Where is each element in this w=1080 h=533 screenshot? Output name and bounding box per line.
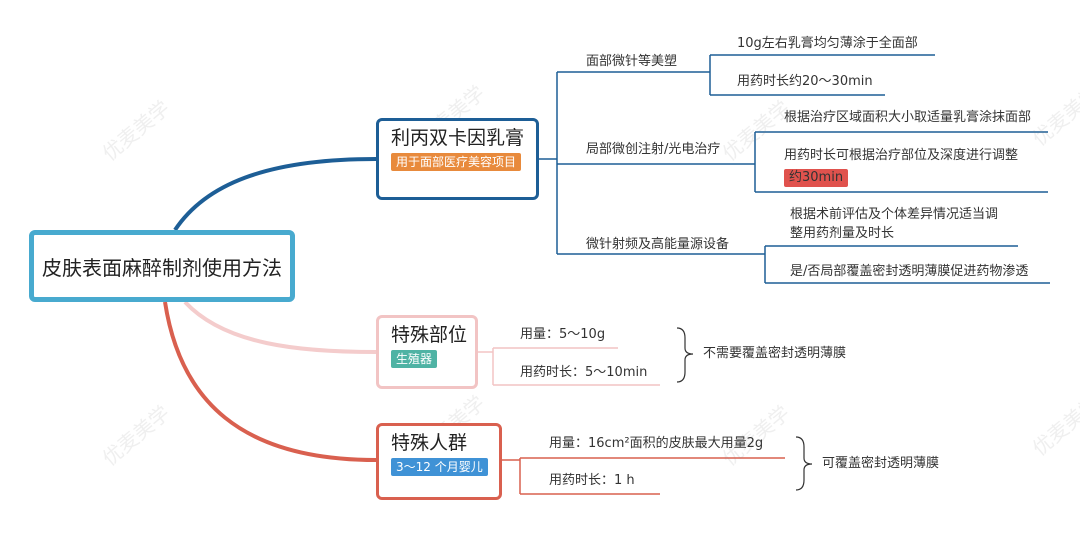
branch-tag: 3～12 个月婴儿 bbox=[391, 458, 488, 476]
detail-evaluate-line1[interactable]: 根据术前评估及个体差异情况适当调 bbox=[790, 207, 999, 222]
branch-tag: 用于面部医疗美容项目 bbox=[391, 153, 522, 171]
root-title: 皮肤表面麻醉制剂使用方法 bbox=[42, 255, 282, 280]
detail-infant-dose[interactable]: 用量：16cm²面积的皮肤最大用量2g bbox=[549, 436, 764, 451]
branch-tag: 生殖器 bbox=[391, 350, 438, 368]
branch-node-lidocaine-cream[interactable]: 利丙双卡因乳膏 用于面部医疗美容项目 bbox=[376, 118, 539, 200]
root-node[interactable]: 皮肤表面麻醉制剂使用方法 bbox=[29, 230, 295, 302]
branch-node-special-site[interactable]: 特殊部位 生殖器 bbox=[376, 315, 478, 389]
brace-special-group bbox=[795, 436, 813, 491]
branch-title: 特殊部位 bbox=[391, 324, 468, 346]
connector-root-lidocaine bbox=[173, 157, 377, 232]
detail-duration-20-30[interactable]: 用药时长约20～30min bbox=[737, 74, 873, 89]
detail-area-dose[interactable]: 根据治疗区域面积大小取适量乳膏涂抹面部 bbox=[784, 110, 1032, 125]
topic-rf-energy-devices[interactable]: 微针射频及高能量源设备 bbox=[586, 237, 730, 252]
branch-title: 利丙双卡因乳膏 bbox=[391, 127, 525, 149]
detail-occlusive-film[interactable]: 是/否局部覆盖密封透明薄膜促进药物渗透 bbox=[790, 264, 1029, 279]
detail-evaluate-line2: 整用药剂量及时长 bbox=[790, 226, 895, 241]
connector-root-special-group bbox=[163, 301, 377, 462]
detail-dose-10g[interactable]: 10g左右乳膏均匀薄涂于全面部 bbox=[737, 36, 918, 51]
detail-dose-5-10g[interactable]: 用量：5～10g bbox=[520, 327, 606, 342]
detail-infant-duration[interactable]: 用药时长：1 h bbox=[549, 473, 635, 488]
topic-local-injection[interactable]: 局部微创注射/光电治疗 bbox=[586, 142, 721, 157]
connector-root-special-site bbox=[183, 300, 377, 354]
highlight-30min-badge: 约30min bbox=[784, 169, 849, 187]
note-no-film[interactable]: 不需要覆盖密封透明薄膜 bbox=[703, 346, 847, 361]
branch-title: 特殊人群 bbox=[391, 432, 468, 454]
detail-adjust-duration[interactable]: 用药时长可根据治疗部位及深度进行调整 bbox=[784, 148, 1019, 163]
note-film-allowed[interactable]: 可覆盖密封透明薄膜 bbox=[822, 456, 940, 471]
detail-duration-5-10min[interactable]: 用药时长：5～10min bbox=[520, 365, 648, 380]
topic-facial-microneedle[interactable]: 面部微针等美塑 bbox=[586, 54, 678, 69]
brace-special-site bbox=[676, 327, 694, 383]
branch-node-special-group[interactable]: 特殊人群 3～12 个月婴儿 bbox=[376, 423, 502, 500]
